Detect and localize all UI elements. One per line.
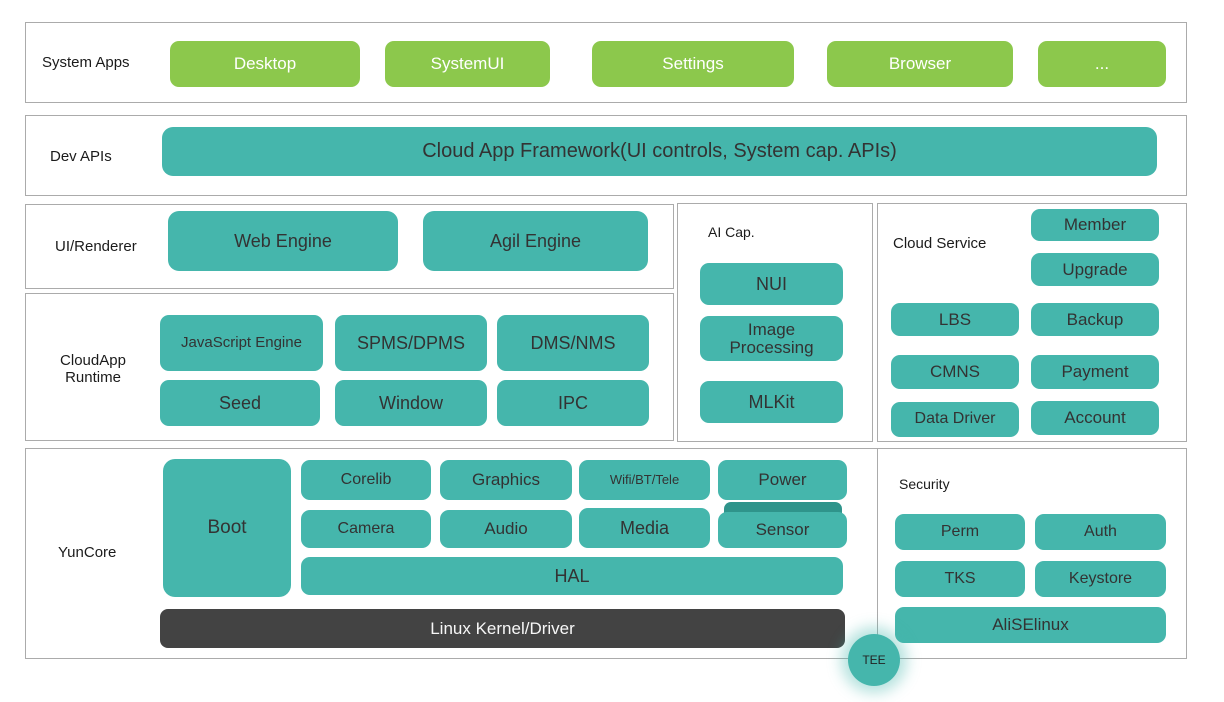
block-auth: Auth	[1035, 514, 1166, 550]
block-audio: Audio	[440, 510, 572, 548]
tee-badge: TEE	[848, 634, 900, 686]
block-data-driver: Data Driver	[891, 402, 1019, 437]
block-image-processing: Image Processing	[700, 316, 843, 361]
block-nui: NUI	[700, 263, 843, 305]
block-aliselinux: AliSElinux	[895, 607, 1166, 643]
security-label: Security	[899, 476, 950, 492]
block-graphics: Graphics	[440, 460, 572, 500]
block-cmns: CMNS	[891, 355, 1019, 389]
block-upgrade: Upgrade	[1031, 253, 1159, 286]
block-payment: Payment	[1031, 355, 1159, 389]
ui-renderer-label: UI/Renderer	[55, 238, 137, 255]
block-linux-kernel-driver: Linux Kernel/Driver	[160, 609, 845, 648]
block-power: Power	[718, 460, 847, 500]
block-settings: Settings	[592, 41, 794, 87]
block-desktop: Desktop	[170, 41, 360, 87]
block-wifi-bt-tele: Wifi/BT/Tele	[579, 460, 710, 500]
block-keystore: Keystore	[1035, 561, 1166, 597]
cloud-service-label: Cloud Service	[893, 235, 987, 252]
block-systemui: SystemUI	[385, 41, 550, 87]
block-corelib: Corelib	[301, 460, 431, 500]
block-agil-engine: Agil Engine	[423, 211, 648, 271]
block-web-engine: Web Engine	[168, 211, 398, 271]
block-tks: TKS	[895, 561, 1025, 597]
block-backup: Backup	[1031, 303, 1159, 336]
block-javascript-engine: JavaScript Engine	[160, 315, 323, 371]
block-boot: Boot	[163, 459, 291, 597]
block-camera: Camera	[301, 510, 431, 548]
block-media: Media	[579, 508, 710, 548]
block-perm: Perm	[895, 514, 1025, 550]
block-dms-nms: DMS/NMS	[497, 315, 649, 371]
block-ipc: IPC	[497, 380, 649, 426]
block-browser: Browser	[827, 41, 1013, 87]
system-apps-label: System Apps	[42, 54, 130, 71]
block-lbs: LBS	[891, 303, 1019, 336]
block-more-apps: ...	[1038, 41, 1166, 87]
dev-apis-label: Dev APIs	[50, 148, 112, 165]
block-hal: HAL	[301, 557, 843, 595]
block-mlkit: MLKit	[700, 381, 843, 423]
block-member: Member	[1031, 209, 1159, 241]
block-window: Window	[335, 380, 487, 426]
block-cloud-app-framework: Cloud App Framework(UI controls, System …	[162, 127, 1157, 176]
cloudapp-runtime-label: CloudApp Runtime	[60, 352, 126, 387]
yuncore-label: YunCore	[58, 544, 117, 561]
block-seed: Seed	[160, 380, 320, 426]
block-spms-dpms: SPMS/DPMS	[335, 315, 487, 371]
block-sensor: Sensor	[718, 512, 847, 548]
ai-cap-label: AI Cap.	[708, 224, 755, 240]
block-account: Account	[1031, 401, 1159, 435]
